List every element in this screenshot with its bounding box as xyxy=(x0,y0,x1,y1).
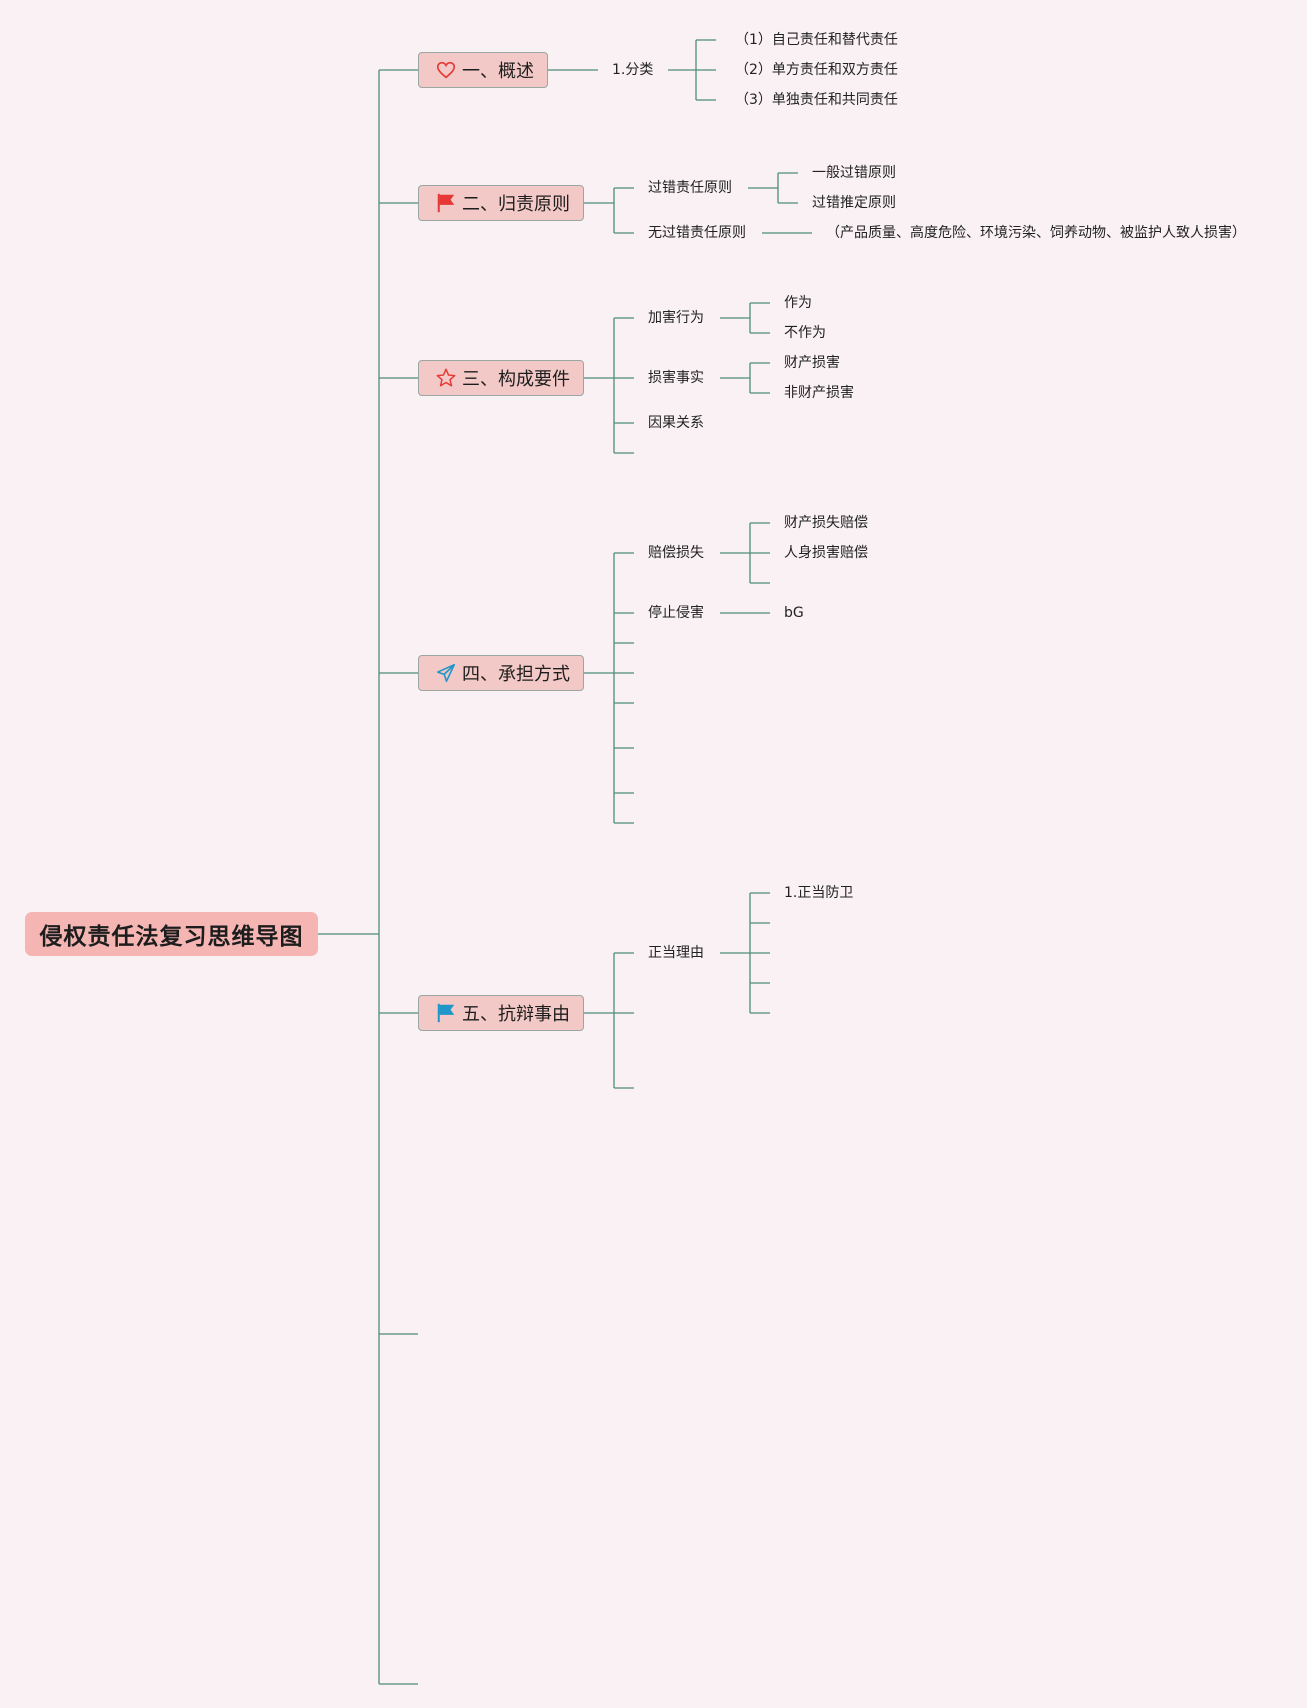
subtopic-cease-infringement[interactable]: 停止侵害 xyxy=(648,605,704,621)
heart-icon xyxy=(435,59,457,81)
subtopic-classification[interactable]: 1.分类 xyxy=(612,62,654,78)
branch-topic-liability-principles[interactable]: 二、归责原则 xyxy=(418,185,584,221)
leaf-topic[interactable]: （产品质量、高度危险、环境污染、饲养动物、被监护人致人损害） xyxy=(826,225,1246,241)
branch-topic-overview[interactable]: 一、概述 xyxy=(418,52,548,88)
leaf-topic[interactable]: 一般过错原则 xyxy=(812,165,896,181)
leaf-topic[interactable]: 财产损害 xyxy=(784,355,840,371)
branch-label: 三、构成要件 xyxy=(462,369,570,390)
subtopic-justification[interactable]: 正当理由 xyxy=(648,945,704,961)
send-icon xyxy=(435,662,457,684)
branch-label: 五、抗辩事由 xyxy=(462,1004,570,1025)
leaf-topic[interactable]: 人身损害赔偿 xyxy=(784,545,868,561)
leaf-topic[interactable]: 1.正当防卫 xyxy=(784,885,854,901)
branch-topic-elements[interactable]: 三、构成要件 xyxy=(418,360,584,396)
leaf-topic[interactable]: 过错推定原则 xyxy=(812,195,896,211)
leaf-topic[interactable]: 不作为 xyxy=(784,325,826,341)
leaf-topic[interactable]: （2）单方责任和双方责任 xyxy=(735,62,898,78)
leaf-topic[interactable]: （1）自己责任和替代责任 xyxy=(735,32,898,48)
branch-topic-bearing-methods[interactable]: 四、承担方式 xyxy=(418,655,584,691)
leaf-topic[interactable]: 财产损失赔偿 xyxy=(784,515,868,531)
subtopic-compensation[interactable]: 赔偿损失 xyxy=(648,545,704,561)
branch-label: 四、承担方式 xyxy=(462,664,570,685)
subtopic-damage-fact[interactable]: 损害事实 xyxy=(648,370,704,386)
leaf-topic[interactable]: 作为 xyxy=(784,295,812,311)
flag-red-icon xyxy=(435,192,457,214)
branch-label: 一、概述 xyxy=(462,61,534,82)
subtopic-no-fault-liability[interactable]: 无过错责任原则 xyxy=(648,225,746,241)
leaf-topic[interactable]: （3）单独责任和共同责任 xyxy=(735,92,898,108)
flag-blue-icon xyxy=(435,1002,457,1024)
leaf-topic[interactable]: 非财产损害 xyxy=(784,385,854,401)
subtopic-harmful-act[interactable]: 加害行为 xyxy=(648,310,704,326)
branch-label: 二、归责原则 xyxy=(462,194,570,215)
root-topic[interactable]: 侵权责任法复习思维导图 xyxy=(25,912,318,956)
subtopic-causation[interactable]: 因果关系 xyxy=(648,415,704,431)
leaf-topic[interactable]: bG xyxy=(784,605,804,621)
branch-topic-defenses[interactable]: 五、抗辩事由 xyxy=(418,995,584,1031)
star-icon xyxy=(435,367,457,389)
subtopic-fault-liability[interactable]: 过错责任原则 xyxy=(648,180,732,196)
